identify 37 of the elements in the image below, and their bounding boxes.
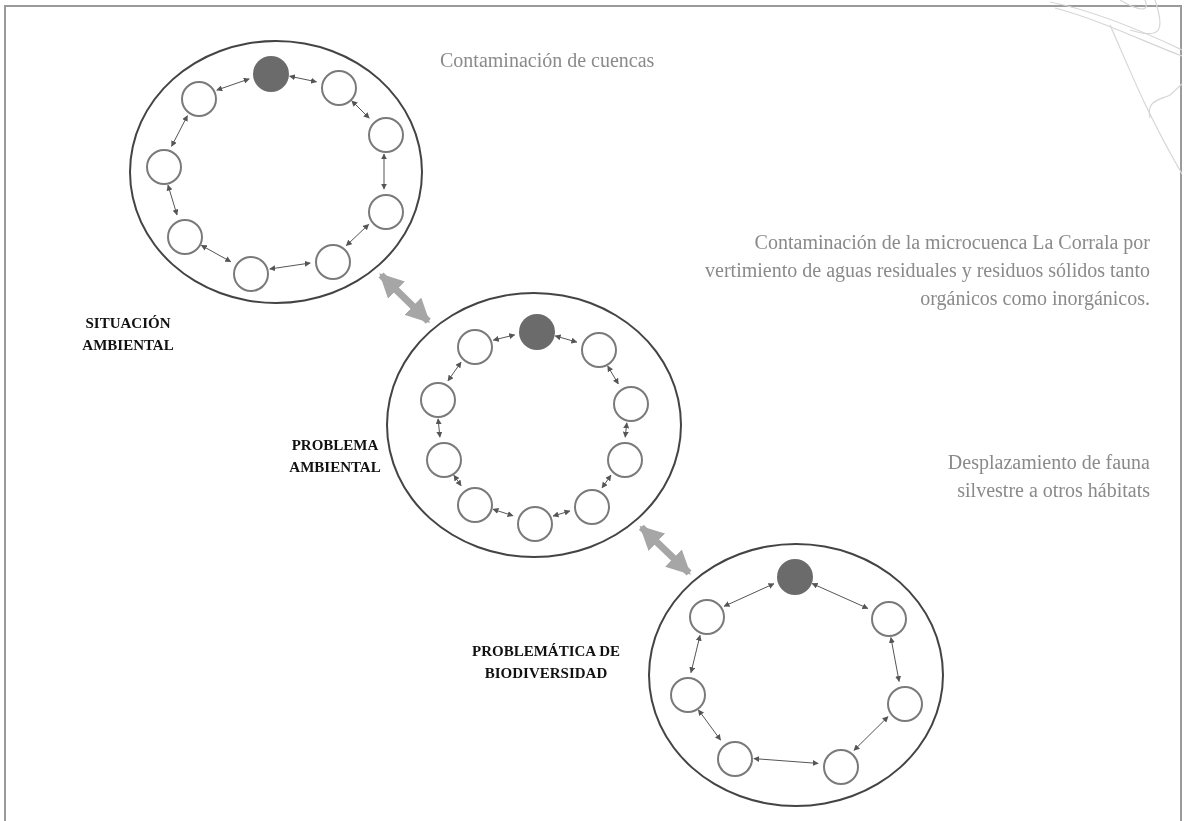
category-label: SITUACIÓN AMBIENTAL — [81, 314, 175, 355]
description-text: Desplazamiento de fauna silvestre a otros hábitats — [946, 450, 1150, 503]
small-double-arrow — [351, 100, 370, 119]
small-double-arrow — [853, 716, 889, 751]
small-double-arrow — [171, 115, 188, 147]
large-circle — [129, 40, 423, 304]
small-double-arrow — [888, 637, 902, 682]
small-double-arrow — [492, 508, 514, 517]
small-double-arrow — [697, 709, 722, 741]
small-double-arrow — [601, 474, 612, 489]
large-circle — [648, 543, 944, 807]
small-double-arrow — [269, 260, 311, 272]
small-double-arrow — [689, 634, 702, 674]
small-double-arrow — [435, 418, 443, 438]
small-double-arrow — [381, 153, 387, 190]
category-label: PROBLEMÁTICA DE BIODIVERSIDAD — [471, 642, 621, 683]
double-arrow — [378, 272, 431, 324]
small-double-arrow — [753, 756, 819, 766]
small-double-arrow — [289, 74, 317, 84]
small-double-arrow — [200, 244, 232, 263]
small-double-arrow — [607, 365, 619, 385]
small-double-arrow — [622, 422, 630, 438]
small-double-arrow — [453, 474, 462, 487]
small-double-arrow — [216, 77, 250, 92]
double-arrow — [638, 524, 692, 576]
small-double-arrow — [492, 333, 516, 342]
small-double-arrow — [345, 223, 370, 247]
description-text: Contaminación de cuencas — [440, 48, 656, 73]
large-circle — [386, 292, 682, 558]
small-double-arrow — [723, 583, 775, 607]
small-double-arrow — [166, 184, 179, 216]
description-text: Contaminación de la microcuenca La Corrala por vertimiento de aguas residuales y residuos sólidos tanto orgánicos como inorgánicos. — [704, 230, 1150, 312]
small-double-arrow — [552, 509, 571, 518]
small-double-arrow — [554, 334, 578, 344]
small-double-arrow — [447, 361, 462, 382]
category-label: PROBLEMA AMBIENTAL — [288, 436, 382, 477]
small-double-arrow — [811, 583, 869, 609]
